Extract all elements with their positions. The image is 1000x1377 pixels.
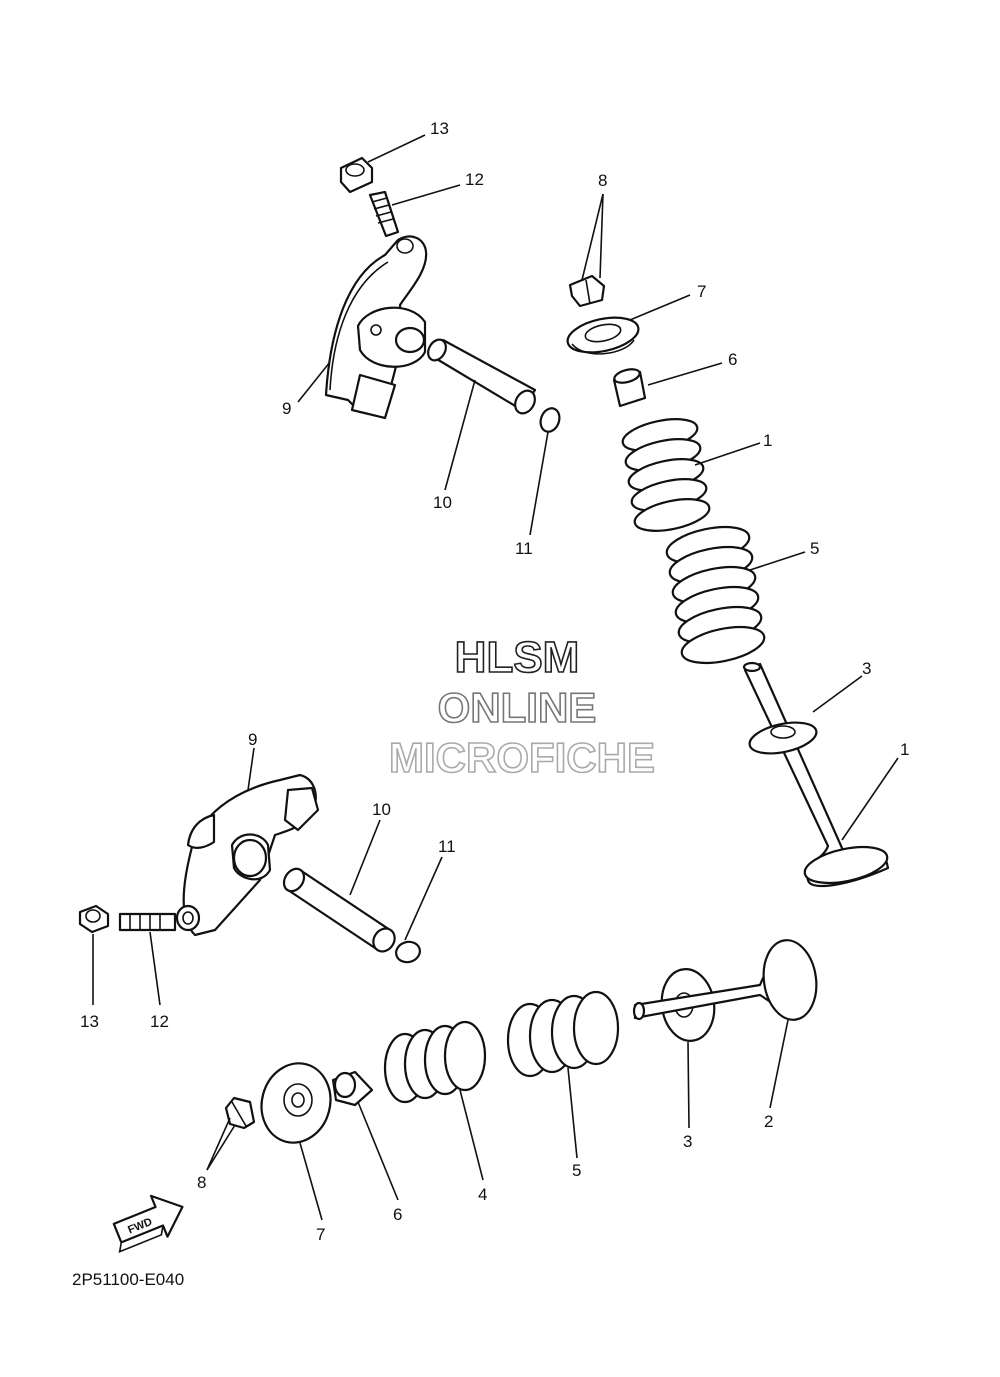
upper-valve[interactable] [742,661,890,889]
lower-spring-retainer[interactable] [253,1056,339,1151]
upper-outer-spring[interactable] [664,521,768,670]
callout-lower-4: 4 [478,1185,487,1204]
upper-adjuster-screw[interactable] [368,190,400,238]
callout-lower-12: 12 [150,1012,169,1031]
callout-upper-12: 12 [465,170,484,189]
lower-nut[interactable] [78,904,110,934]
upper-o-ring[interactable] [537,406,562,435]
callout-upper-6: 6 [728,350,737,369]
callout-lower-9: 9 [248,730,257,749]
lower-valve-cotter[interactable] [224,1096,256,1130]
callout-upper-13: 13 [430,119,449,138]
callout-upper-9: 9 [282,399,291,418]
callout-upper-3: 3 [862,659,871,678]
callout-lower-3: 3 [683,1132,692,1151]
upper-valve-seal[interactable] [612,367,647,408]
upper-nut[interactable] [339,156,374,194]
watermark-line2: ONLINE [438,684,597,731]
callout-upper-5: 5 [810,539,819,558]
watermark-line3: MICROFICHE [389,734,655,781]
upper-valve-cotter[interactable] [568,274,606,308]
callout-upper-10: 10 [433,493,452,512]
lower-outer-spring[interactable] [506,990,620,1078]
callout-lower-7: 7 [316,1225,325,1244]
callout-lower-5: 5 [572,1161,581,1180]
upper-rocker-arm[interactable] [324,235,428,420]
upper-spring-retainer[interactable] [564,312,641,358]
callout-upper-1b: 1 [900,740,909,759]
lower-inner-spring[interactable] [383,1020,487,1104]
upper-spring-seat[interactable] [747,717,819,759]
callout-upper-8: 8 [598,171,607,190]
lower-valve[interactable] [632,937,821,1023]
watermark-line1: HLSM [455,633,580,682]
callout-lower-11: 11 [438,837,456,856]
diagram-code: 2P51100-E040 [72,1270,184,1289]
callout-lower-13: 13 [80,1012,99,1031]
fwd-arrow-icon: FWD [112,1194,184,1253]
callout-lower-2: 2 [764,1112,773,1131]
lower-adjuster-screw[interactable] [118,912,177,932]
callout-lower-10: 10 [372,800,391,819]
callout-upper-1a: 1 [763,431,772,450]
callout-lower-6: 6 [393,1205,402,1224]
lower-rocker-shaft[interactable] [280,865,399,955]
callout-upper-7: 7 [697,282,706,301]
callout-upper-11: 11 [515,539,533,558]
lower-o-ring[interactable] [394,939,422,965]
upper-inner-spring[interactable] [620,413,712,536]
callout-lower-8: 8 [197,1173,206,1192]
upper-rocker-shaft[interactable] [425,336,539,416]
lower-valve-seal[interactable] [331,1070,374,1107]
lower-rocker-arm[interactable] [175,773,320,937]
